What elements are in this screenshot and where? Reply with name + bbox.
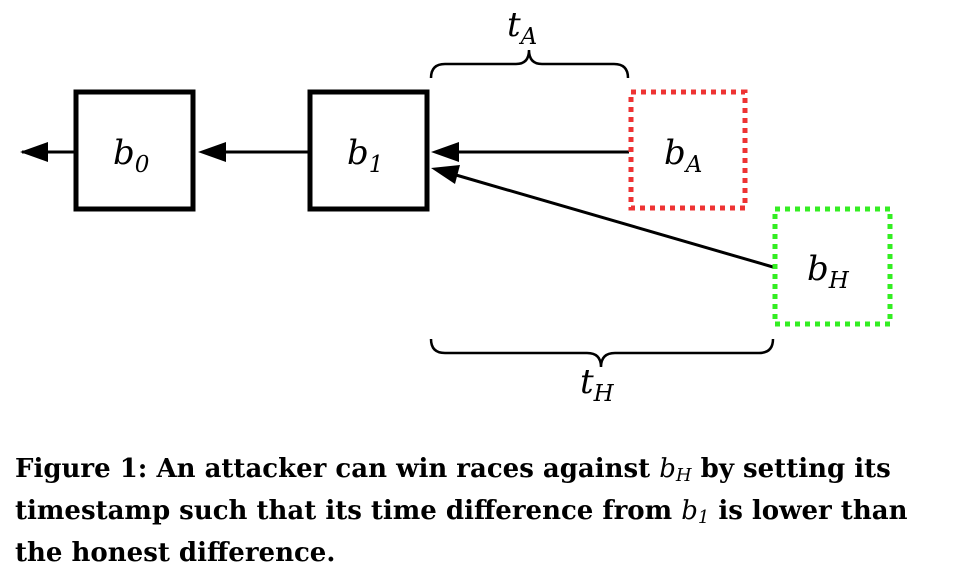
figure-caption: Figure 1: An attacker can win races agai…	[15, 454, 908, 568]
blockchain-race-diagram: b0 b1 bA bH tA tH	[20, 5, 893, 407]
brace-tH	[429, 338, 775, 368]
block-bA-label: bA	[664, 133, 702, 178]
block-b1	[307, 89, 430, 212]
arrow-bH-to-b1	[455, 173, 774, 269]
block-bH-label: bH	[807, 249, 850, 294]
block-bA	[628, 89, 748, 211]
block-b0	[73, 89, 196, 212]
block-bH	[772, 206, 893, 327]
block-b1-label: b1	[347, 133, 383, 178]
brace-tA	[429, 49, 630, 79]
brace-tH-label: tH	[580, 362, 615, 407]
caption-math-b1: b1	[681, 496, 710, 528]
caption-math-bH: bH	[659, 454, 692, 486]
brace-tA-label: tA	[507, 5, 537, 50]
block-b0-label: b0	[113, 133, 149, 178]
